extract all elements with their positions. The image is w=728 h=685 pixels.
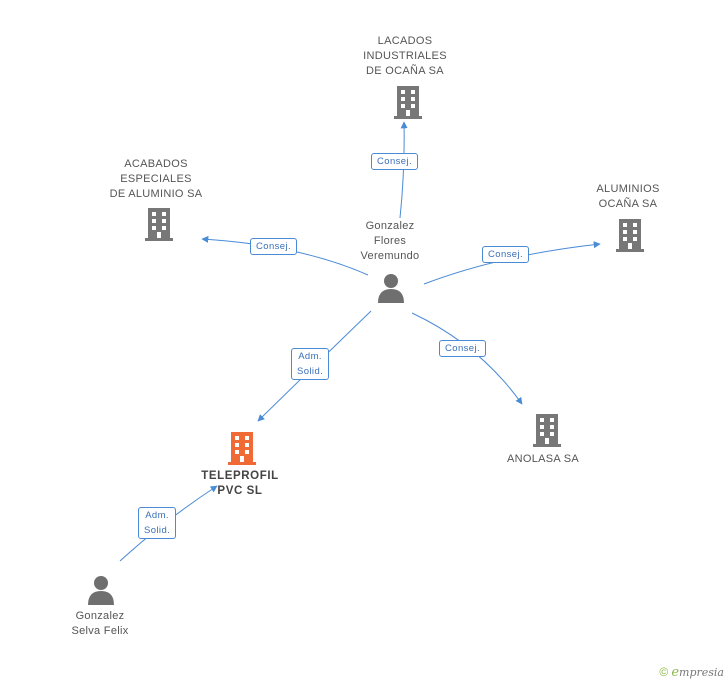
node-label-teleprofil: TELEPROFIL PVC SL — [201, 470, 279, 497]
building-main-icon[interactable] — [226, 430, 258, 466]
brand-logo[interactable]: © empresia — [659, 665, 724, 680]
building-icon[interactable] — [614, 217, 646, 253]
link-flores-lacados — [399, 121, 408, 219]
copyright-symbol: © — [659, 665, 669, 679]
node-label-aluminios: ALUMINIOS OCAÑA SA — [596, 183, 660, 210]
edge-tag-lacados: Consej. — [371, 153, 419, 170]
brand-name: mpresia — [679, 666, 724, 679]
node-label-lacados: LACADOS INDUSTRIALES DE OCAÑA SA — [363, 35, 447, 77]
node-label-acabados: ACABADOS ESPECIALES DE ALUMINIO SA — [109, 158, 203, 200]
link-flores-anolasa — [411, 312, 523, 405]
edge-tag-acabados: Consej. — [250, 238, 298, 255]
node-label-gonzalez-flores: Gonzalez Flores Veremundo — [360, 220, 420, 262]
edge-tag-selva-teleprofil: Adm. Solid. — [138, 507, 177, 539]
person-icon[interactable] — [86, 574, 116, 606]
person-icon[interactable] — [376, 272, 406, 304]
edge-tag-aluminios: Consej. — [482, 246, 530, 263]
edge-tag-anolasa: Consej. — [439, 340, 487, 357]
building-icon[interactable] — [531, 412, 563, 448]
node-label-gonzalez-selva: Gonzalez Selva Felix — [71, 610, 129, 637]
edge-tag-teleprofil: Adm. Solid. — [291, 348, 330, 380]
building-icon[interactable] — [143, 206, 175, 242]
building-icon[interactable] — [392, 84, 424, 120]
node-label-anolasa: ANOLASA SA — [506, 453, 580, 465]
brand-initial: e — [671, 665, 680, 680]
